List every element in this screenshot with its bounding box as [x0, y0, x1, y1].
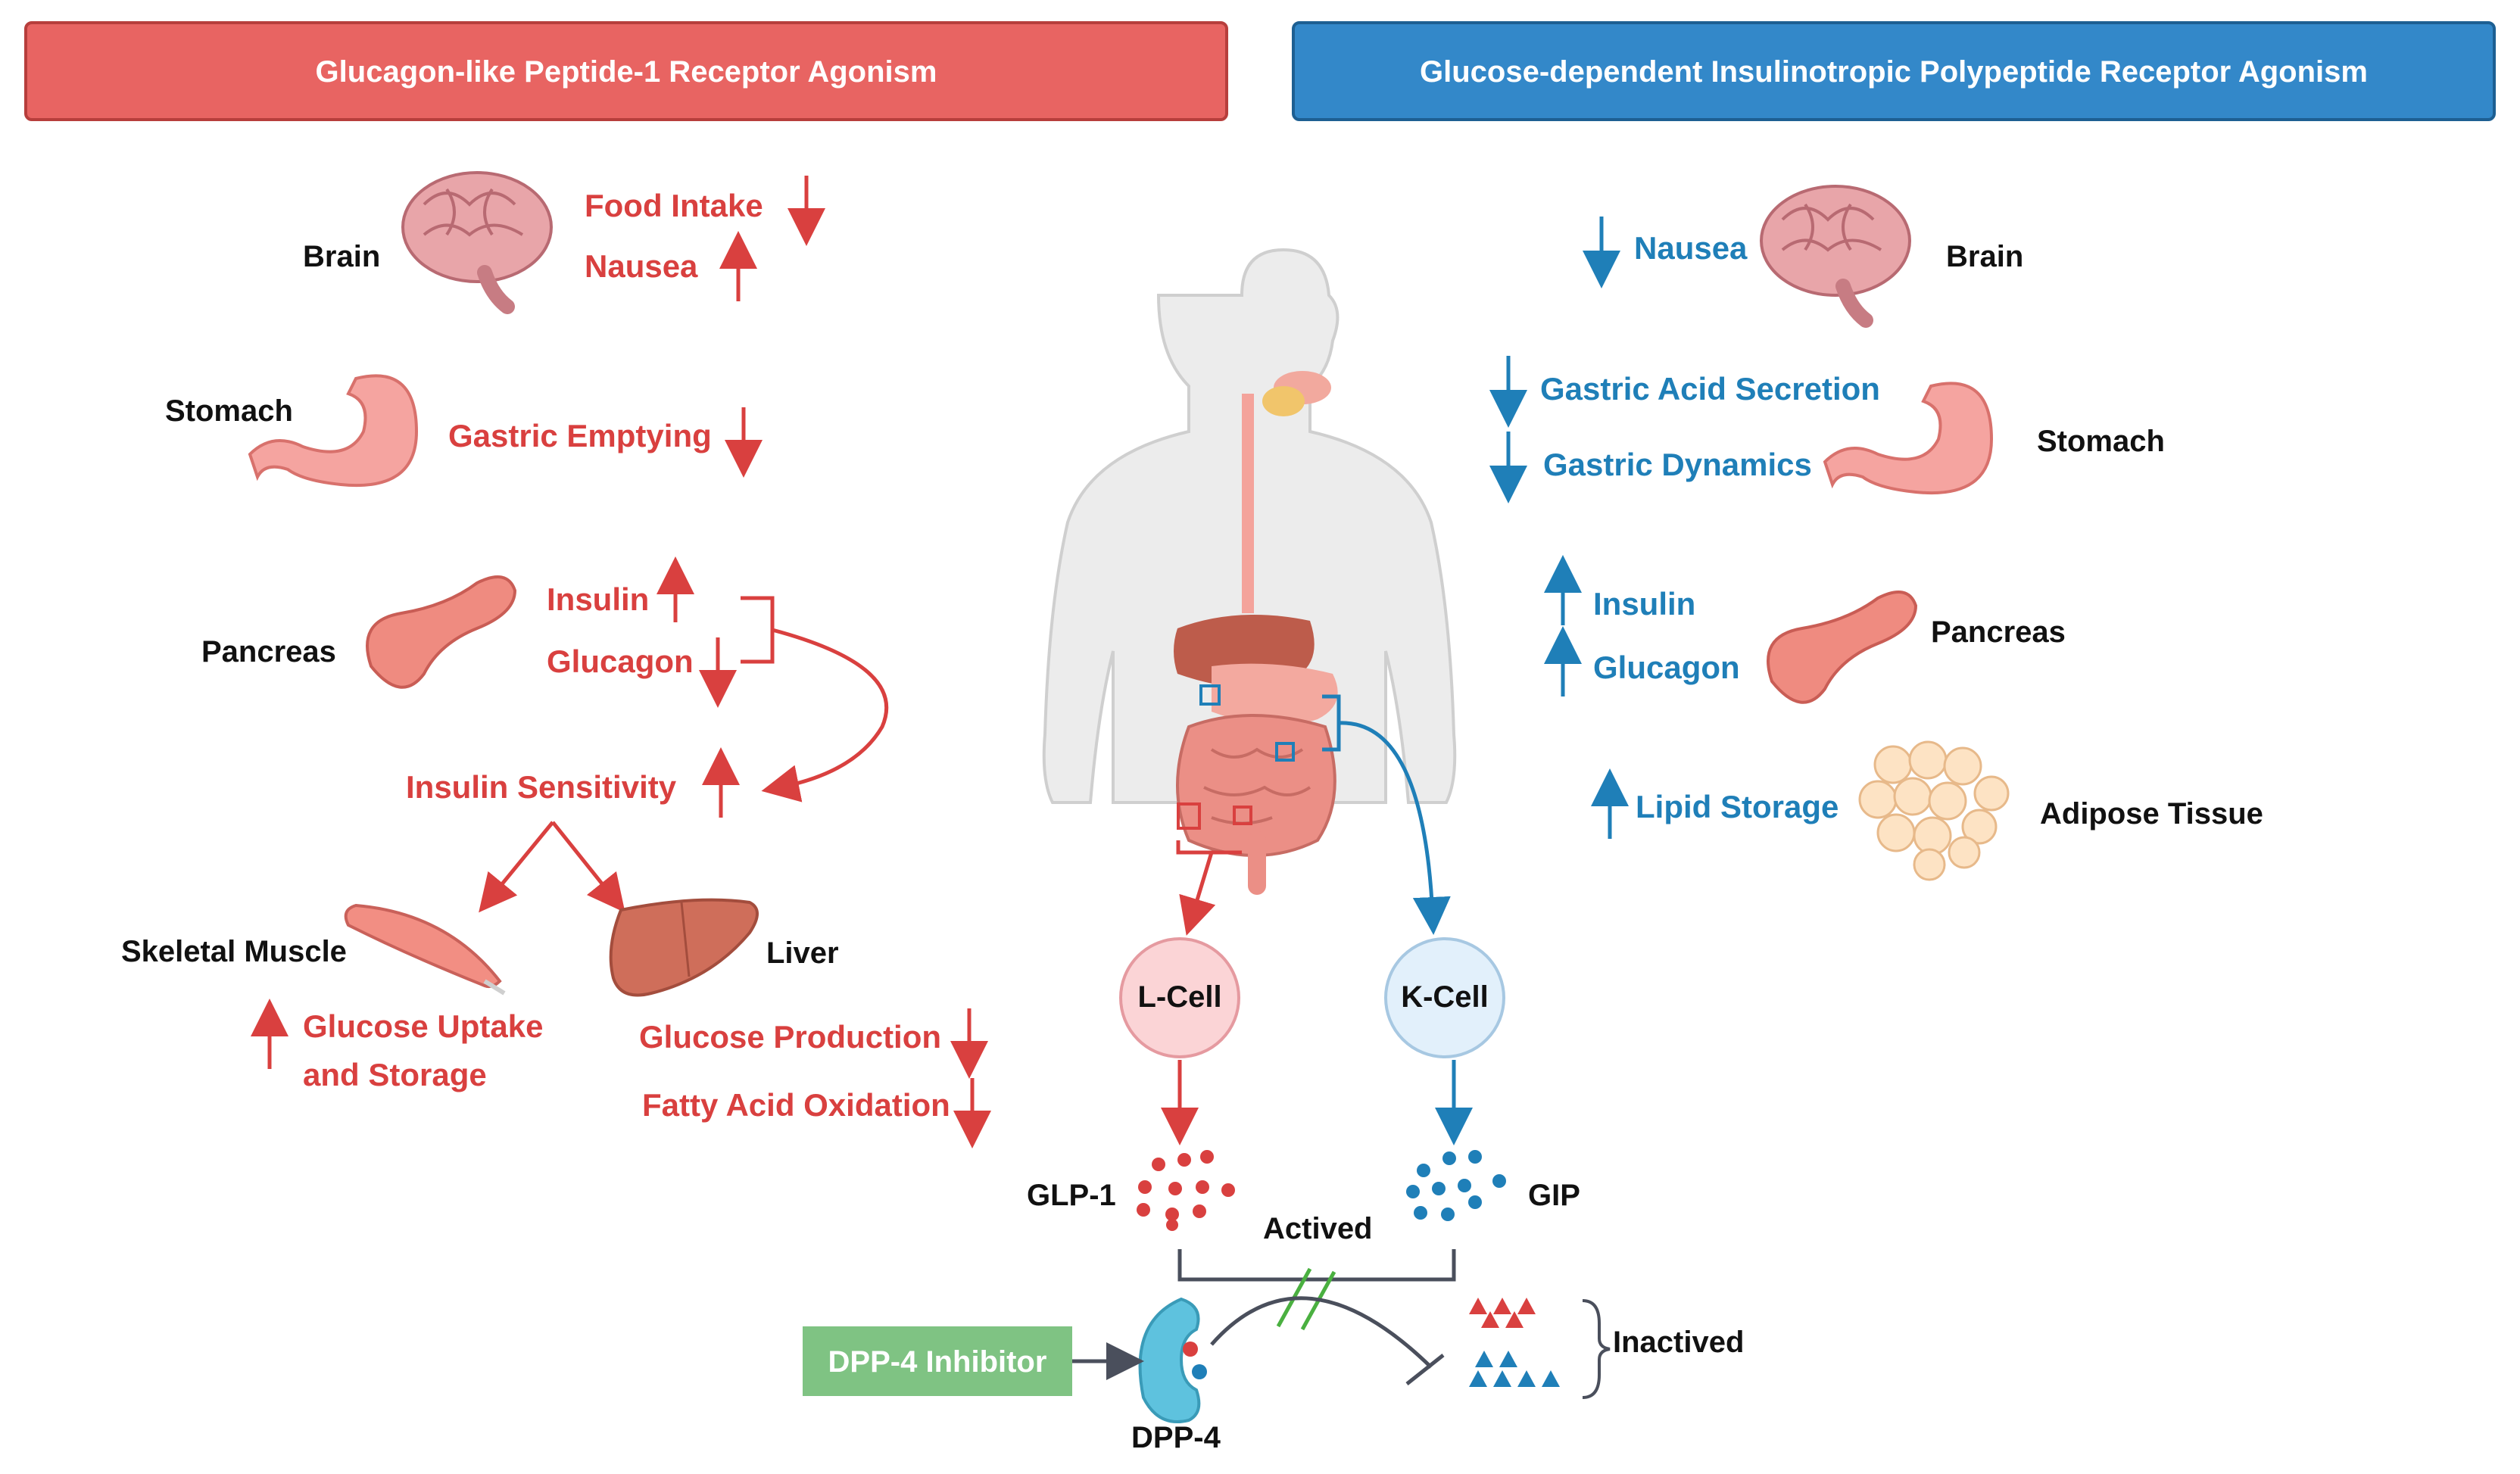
left-brain-label: Brain: [303, 240, 380, 273]
right-stomach-label: Stomach: [2037, 425, 2165, 458]
left-glucagon-label: Glucagon: [547, 644, 694, 679]
liver-icon: [609, 898, 759, 997]
right-pancreas-label: Pancreas: [1931, 615, 2066, 649]
right-brain-label: Brain: [1946, 240, 2023, 273]
left-gastric-emptying-label: Gastric Emptying: [448, 418, 712, 453]
right-lipid-storage-label: Lipid Storage: [1636, 789, 1839, 824]
lcell-bracket: [1176, 840, 1242, 855]
left-nausea-label: Nausea: [585, 248, 698, 284]
inactived-label: Inactived: [1613, 1326, 1744, 1359]
muscle-icon: [344, 903, 506, 996]
right-glucagon-label: Glucagon: [1593, 650, 1740, 685]
left-pancreas-label: Pancreas: [201, 635, 336, 668]
inhibition-bar: [1405, 1354, 1445, 1385]
gip-label: GIP: [1528, 1179, 1580, 1212]
stomach-icon: [248, 374, 419, 488]
pancreas-icon: [1767, 591, 1918, 704]
dpp4-enzyme-icon: [1138, 1297, 1207, 1423]
l-cell: L-Cell: [1119, 937, 1240, 1058]
brain-icon: [1760, 185, 1911, 328]
pancreas-icon: [366, 575, 517, 689]
left-liver-label: Liver: [766, 936, 839, 970]
to-muscle-arrow: [479, 821, 554, 913]
left-insulin-label: Insulin: [547, 581, 649, 617]
stomach-icon: [1823, 382, 1994, 495]
insulin-sensitivity-curved-arrow: [761, 628, 889, 802]
to-lcell-arrow: [1179, 852, 1216, 936]
dpp4-inhibitor-box: DPP-4 Inhibitor: [803, 1326, 1072, 1396]
k-cell-label: K-Cell: [1401, 980, 1489, 1014]
human-body-icon: [1042, 248, 1457, 895]
actived-bracket: [1177, 1249, 1456, 1282]
right-adipose-label: Adipose Tissue: [2040, 797, 2263, 830]
to-liver-arrow: [551, 821, 625, 913]
inactive-glp1-triangles: [1469, 1298, 1536, 1328]
gip-header-title: Glucose-dependent Insulinotropic Polypep…: [1420, 55, 2368, 89]
gip-header: Glucose-dependent Insulinotropic Polypep…: [1292, 21, 2496, 121]
right-gastric-dynamics-label: Gastric Dynamics: [1543, 447, 1812, 482]
brain-icon: [401, 171, 553, 314]
inactived-brace: [1582, 1299, 1611, 1399]
actived-label: Actived: [1263, 1212, 1373, 1245]
right-nausea-label: Nausea: [1634, 230, 1748, 266]
l-cell-label: L-Cell: [1137, 980, 1221, 1014]
to-kcell-arrow: [1338, 721, 1451, 935]
left-stomach-label: Stomach: [165, 394, 293, 428]
gip-molecules: [1406, 1150, 1506, 1221]
adipose-icon: [1858, 740, 2010, 881]
left-glucose-production-label: Glucose Production: [639, 1019, 941, 1055]
inactive-gip-triangles: [1469, 1351, 1560, 1387]
left-glucose-uptake-line1: Glucose Uptake: [303, 1008, 543, 1044]
glp1-header: Glucagon-like Peptide-1 Receptor Agonism: [24, 21, 1228, 121]
left-glucose-uptake-line2: and Storage: [303, 1057, 487, 1092]
dpp4-inactivation-curve: [1210, 1296, 1433, 1369]
glp1-header-title: Glucagon-like Peptide-1 Receptor Agonism: [316, 55, 937, 89]
left-pancreas-bracket: [741, 596, 775, 664]
dpp4-label: DPP-4: [1131, 1421, 1221, 1454]
left-insulin-sensitivity-label: Insulin Sensitivity: [406, 769, 677, 805]
right-gastric-acid-label: Gastric Acid Secretion: [1540, 371, 1880, 407]
k-cell: K-Cell: [1384, 937, 1505, 1058]
left-fatty-acid-oxidation-label: Fatty Acid Oxidation: [642, 1087, 950, 1123]
glp1-molecules: [1137, 1150, 1235, 1231]
left-skeletal-muscle-label: Skeletal Muscle: [121, 935, 347, 968]
glp1-label: GLP-1: [1027, 1179, 1116, 1212]
left-food-intake-label: Food Intake: [585, 188, 763, 223]
dpp4-inhibitor-label: DPP-4 Inhibitor: [828, 1345, 1047, 1379]
right-insulin-label: Insulin: [1593, 586, 1695, 622]
